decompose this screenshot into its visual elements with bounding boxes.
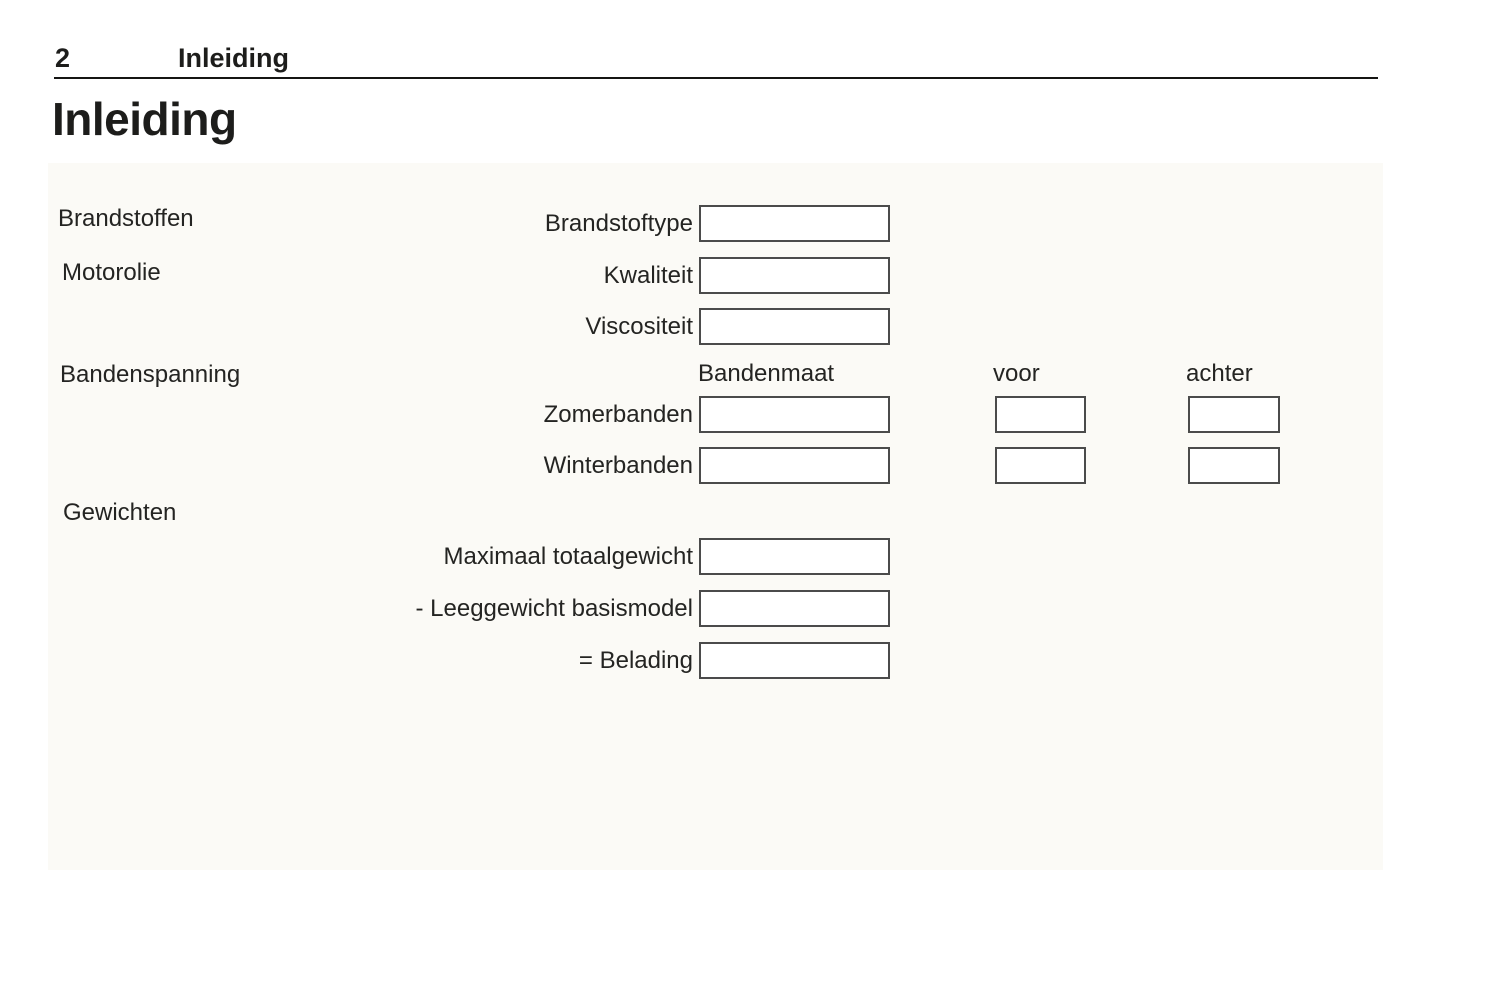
- row-label-payload: = Belading: [578, 647, 693, 674]
- column-header-front: voor: [993, 360, 1040, 387]
- oil-viscosity-field[interactable]: [699, 308, 890, 345]
- winter-front-pressure-field[interactable]: [995, 447, 1086, 484]
- running-header-chapter: Inleiding: [178, 43, 289, 73]
- winter-rear-pressure-field[interactable]: [1188, 447, 1280, 484]
- column-header-tyre-size: Bandenmaat: [698, 360, 835, 387]
- summer-tyre-size-field[interactable]: [699, 396, 890, 433]
- column-header-rear: achter: [1186, 360, 1253, 387]
- max-total-weight-field[interactable]: [699, 538, 890, 575]
- summer-front-pressure-field[interactable]: [995, 396, 1086, 433]
- row-label-summer-tyres: Zomerbanden: [543, 401, 693, 428]
- section-label-tyre-pressure: Bandenspanning: [60, 361, 241, 388]
- fuel-type-field[interactable]: [699, 205, 890, 242]
- row-label-kerb-weight: - Leeggewicht basismodel: [415, 595, 694, 622]
- section-label-fuels: Brandstoffen: [58, 205, 194, 232]
- summer-rear-pressure-field[interactable]: [1188, 396, 1280, 433]
- row-label-oil-viscosity: Viscositeit: [585, 313, 693, 340]
- section-label-weights: Gewichten: [63, 499, 177, 526]
- kerb-weight-field[interactable]: [699, 590, 890, 627]
- row-label-fuel-type: Brandstoftype: [544, 210, 693, 237]
- row-label-max-total-weight: Maximaal totaalgewicht: [443, 543, 693, 570]
- row-label-oil-quality: Kwaliteit: [603, 262, 693, 289]
- oil-quality-field[interactable]: [699, 257, 890, 294]
- row-label-winter-tyres: Winterbanden: [543, 452, 693, 479]
- page-number: 2: [55, 43, 71, 73]
- section-label-engine-oil: Motorolie: [62, 259, 161, 286]
- winter-tyre-size-field[interactable]: [699, 447, 890, 484]
- payload-field[interactable]: [699, 642, 890, 679]
- header-rule: [54, 77, 1378, 79]
- page-title: Inleiding: [52, 93, 237, 145]
